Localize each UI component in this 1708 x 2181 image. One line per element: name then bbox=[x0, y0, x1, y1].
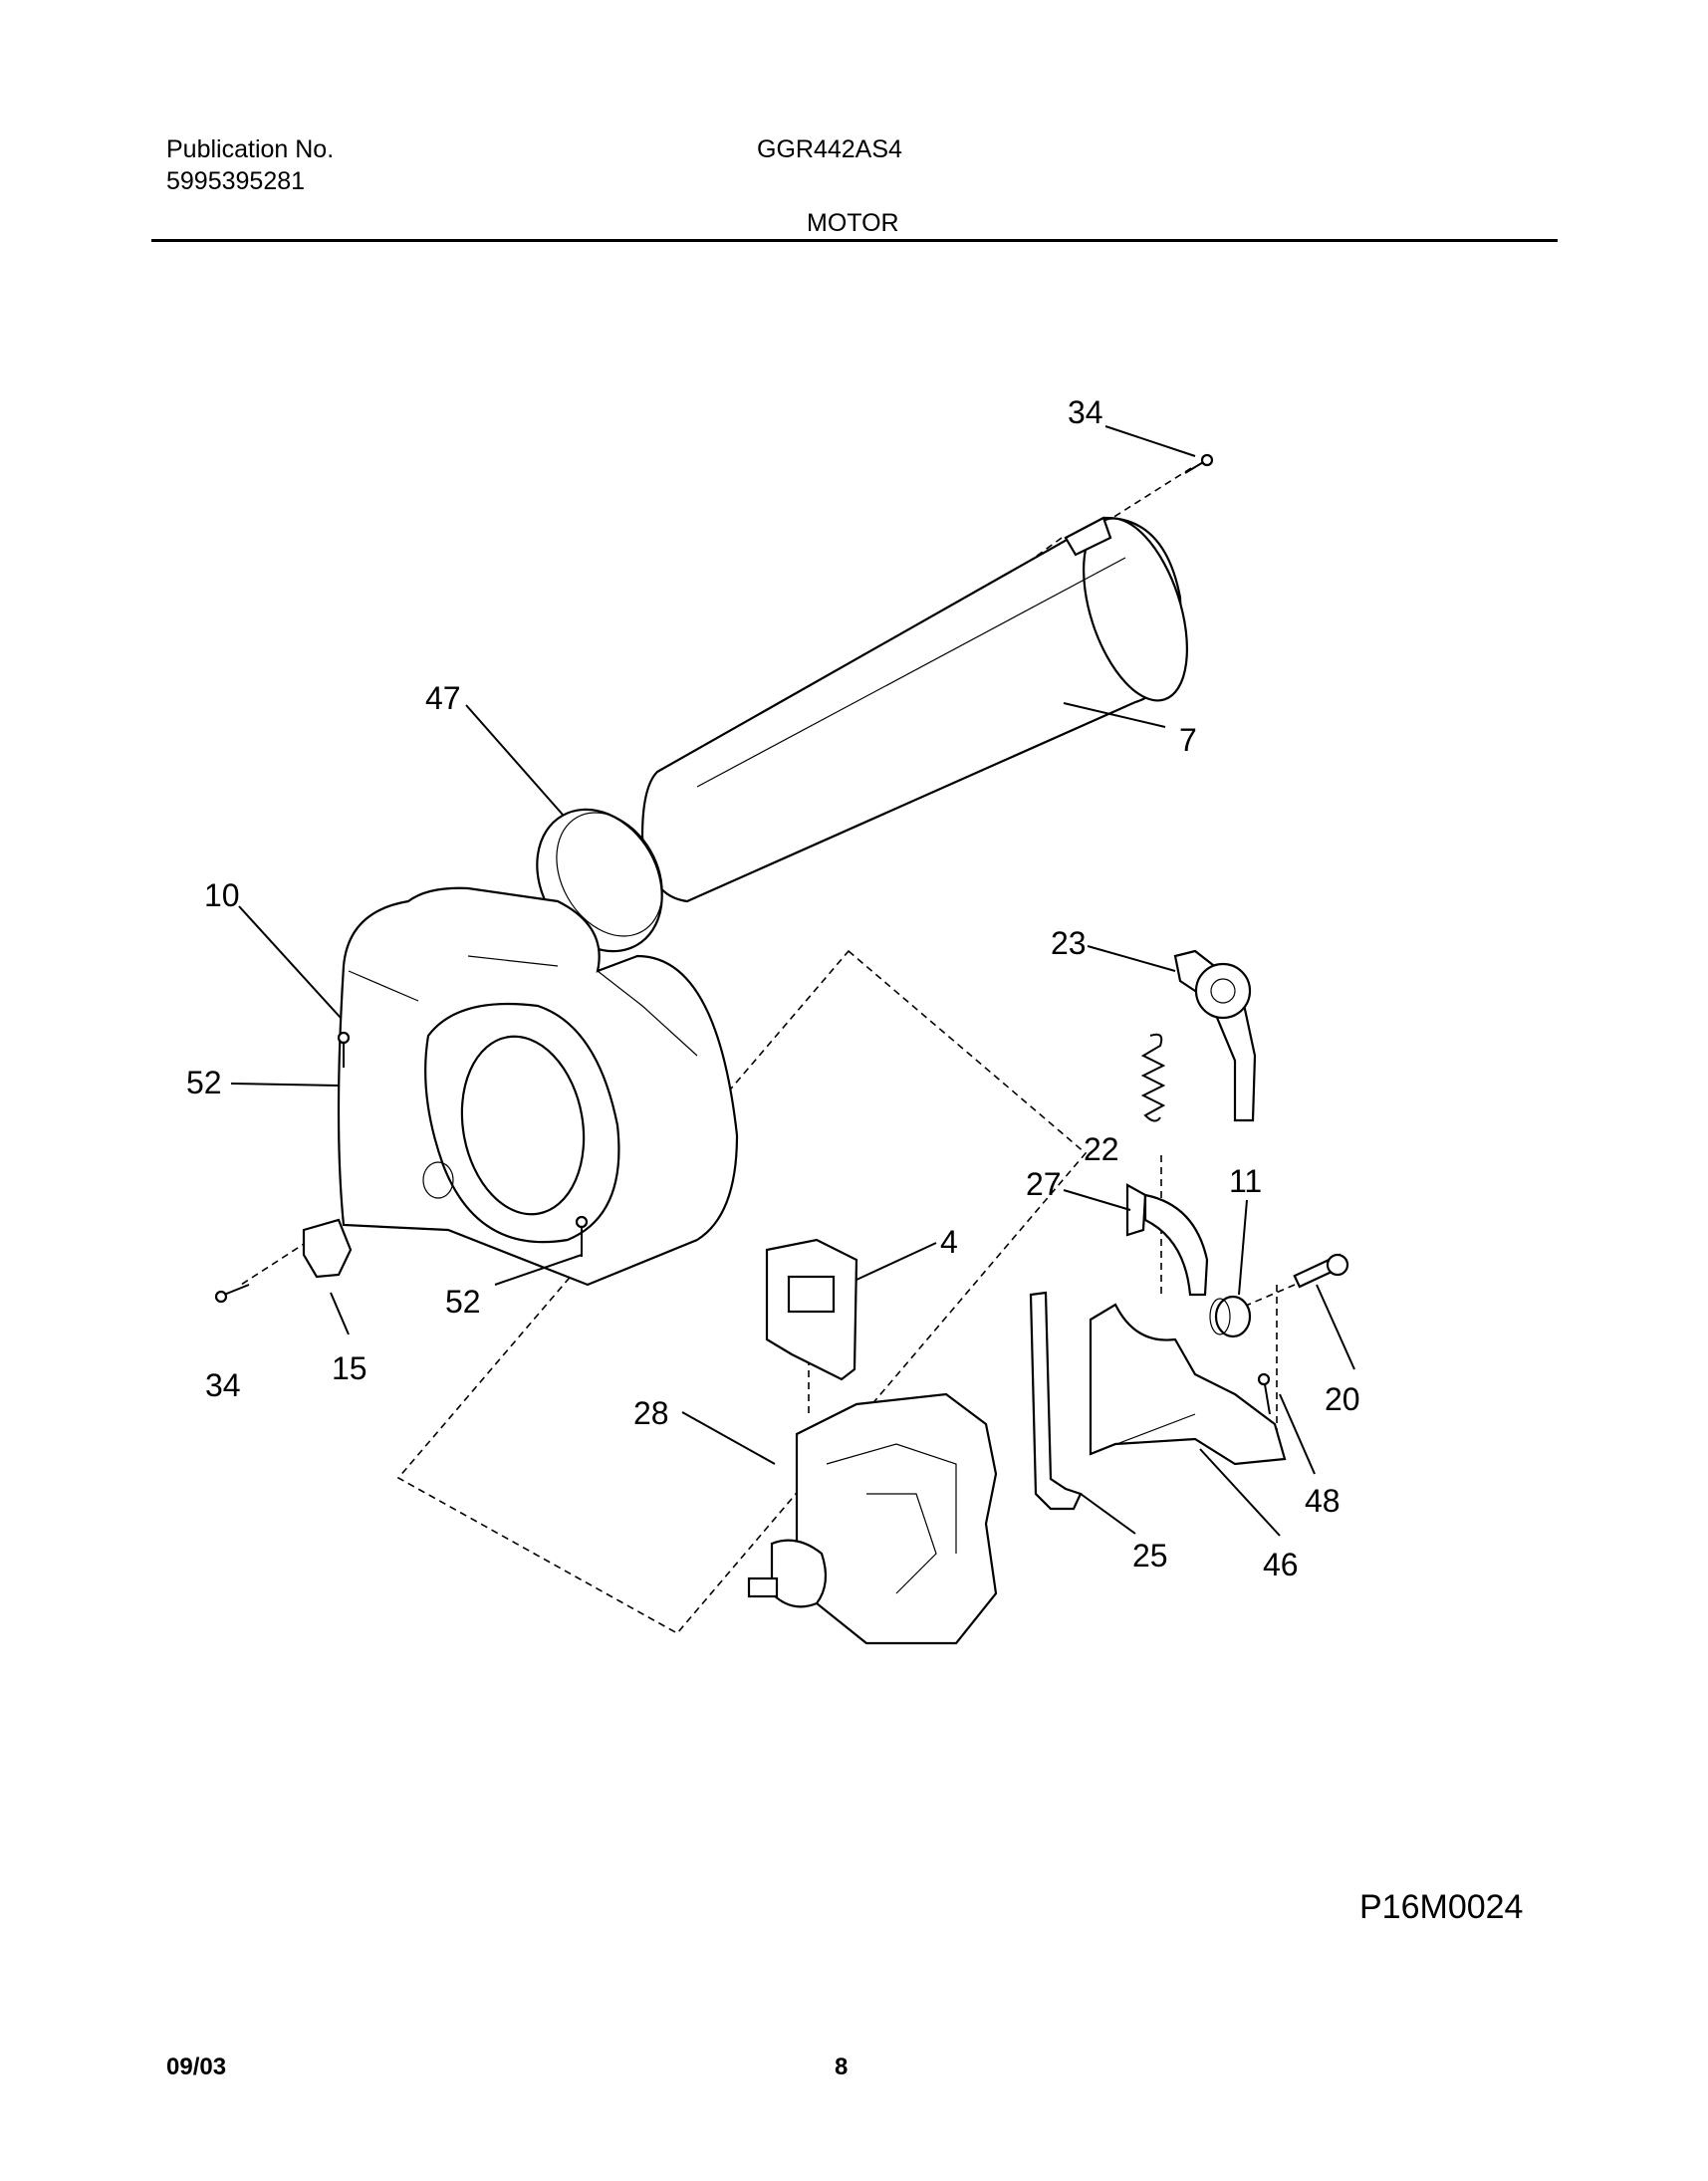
callout-28: 28 bbox=[633, 1395, 669, 1431]
callout-34-bottom: 34 bbox=[205, 1367, 241, 1403]
ground-strap bbox=[1029, 1291, 1083, 1511]
drive-motor bbox=[747, 1392, 998, 1645]
mounting-plane-outline bbox=[396, 949, 1088, 1635]
callout-15: 15 bbox=[332, 1350, 367, 1386]
tension-spring bbox=[1140, 1033, 1166, 1122]
screw-34-upper bbox=[1184, 453, 1214, 474]
blower-housing bbox=[337, 886, 739, 1287]
leader-lines bbox=[230, 425, 1355, 1537]
section-title: MOTOR bbox=[807, 209, 899, 237]
callout-23: 23 bbox=[1051, 925, 1087, 961]
thermostat bbox=[302, 1218, 353, 1279]
screw-48 bbox=[1257, 1372, 1271, 1415]
idler-pulley bbox=[1173, 949, 1257, 1122]
callout-22: 22 bbox=[1084, 1131, 1119, 1167]
callout-20: 20 bbox=[1325, 1381, 1360, 1417]
blower-duct bbox=[640, 516, 1188, 903]
footer-date: 09/03 bbox=[166, 2054, 227, 2080]
callout-34-top: 34 bbox=[1068, 394, 1103, 430]
shaft-bolt bbox=[1293, 1253, 1349, 1289]
callout-4: 4 bbox=[940, 1224, 958, 1260]
publication-number: 5995395281 bbox=[166, 167, 306, 195]
callout-46: 46 bbox=[1263, 1547, 1299, 1582]
motor-bracket bbox=[1089, 1303, 1287, 1466]
motor-clamp bbox=[1125, 1183, 1209, 1297]
callout-27: 27 bbox=[1026, 1166, 1062, 1202]
callout-52-upper: 52 bbox=[186, 1065, 222, 1100]
figure-code: P16M0024 bbox=[1359, 1888, 1524, 1926]
callout-10: 10 bbox=[204, 877, 240, 913]
motor-mount-pad bbox=[765, 1238, 858, 1381]
header-rule bbox=[151, 239, 1558, 242]
idler-wheel bbox=[1209, 1295, 1252, 1338]
page-number: 8 bbox=[835, 2054, 849, 2080]
callout-11: 11 bbox=[1229, 1163, 1262, 1199]
screw-34-lower bbox=[214, 1284, 250, 1304]
callout-48: 48 bbox=[1305, 1483, 1341, 1519]
callout-7: 7 bbox=[1179, 722, 1197, 758]
screw-52-lower bbox=[575, 1215, 589, 1257]
callout-47: 47 bbox=[425, 680, 461, 716]
model-number: GGR442AS4 bbox=[757, 135, 902, 163]
callout-25: 25 bbox=[1132, 1538, 1168, 1574]
callout-52-lower: 52 bbox=[445, 1284, 481, 1320]
screw-52-upper bbox=[337, 1031, 351, 1068]
publication-label: Publication No. bbox=[166, 135, 335, 163]
